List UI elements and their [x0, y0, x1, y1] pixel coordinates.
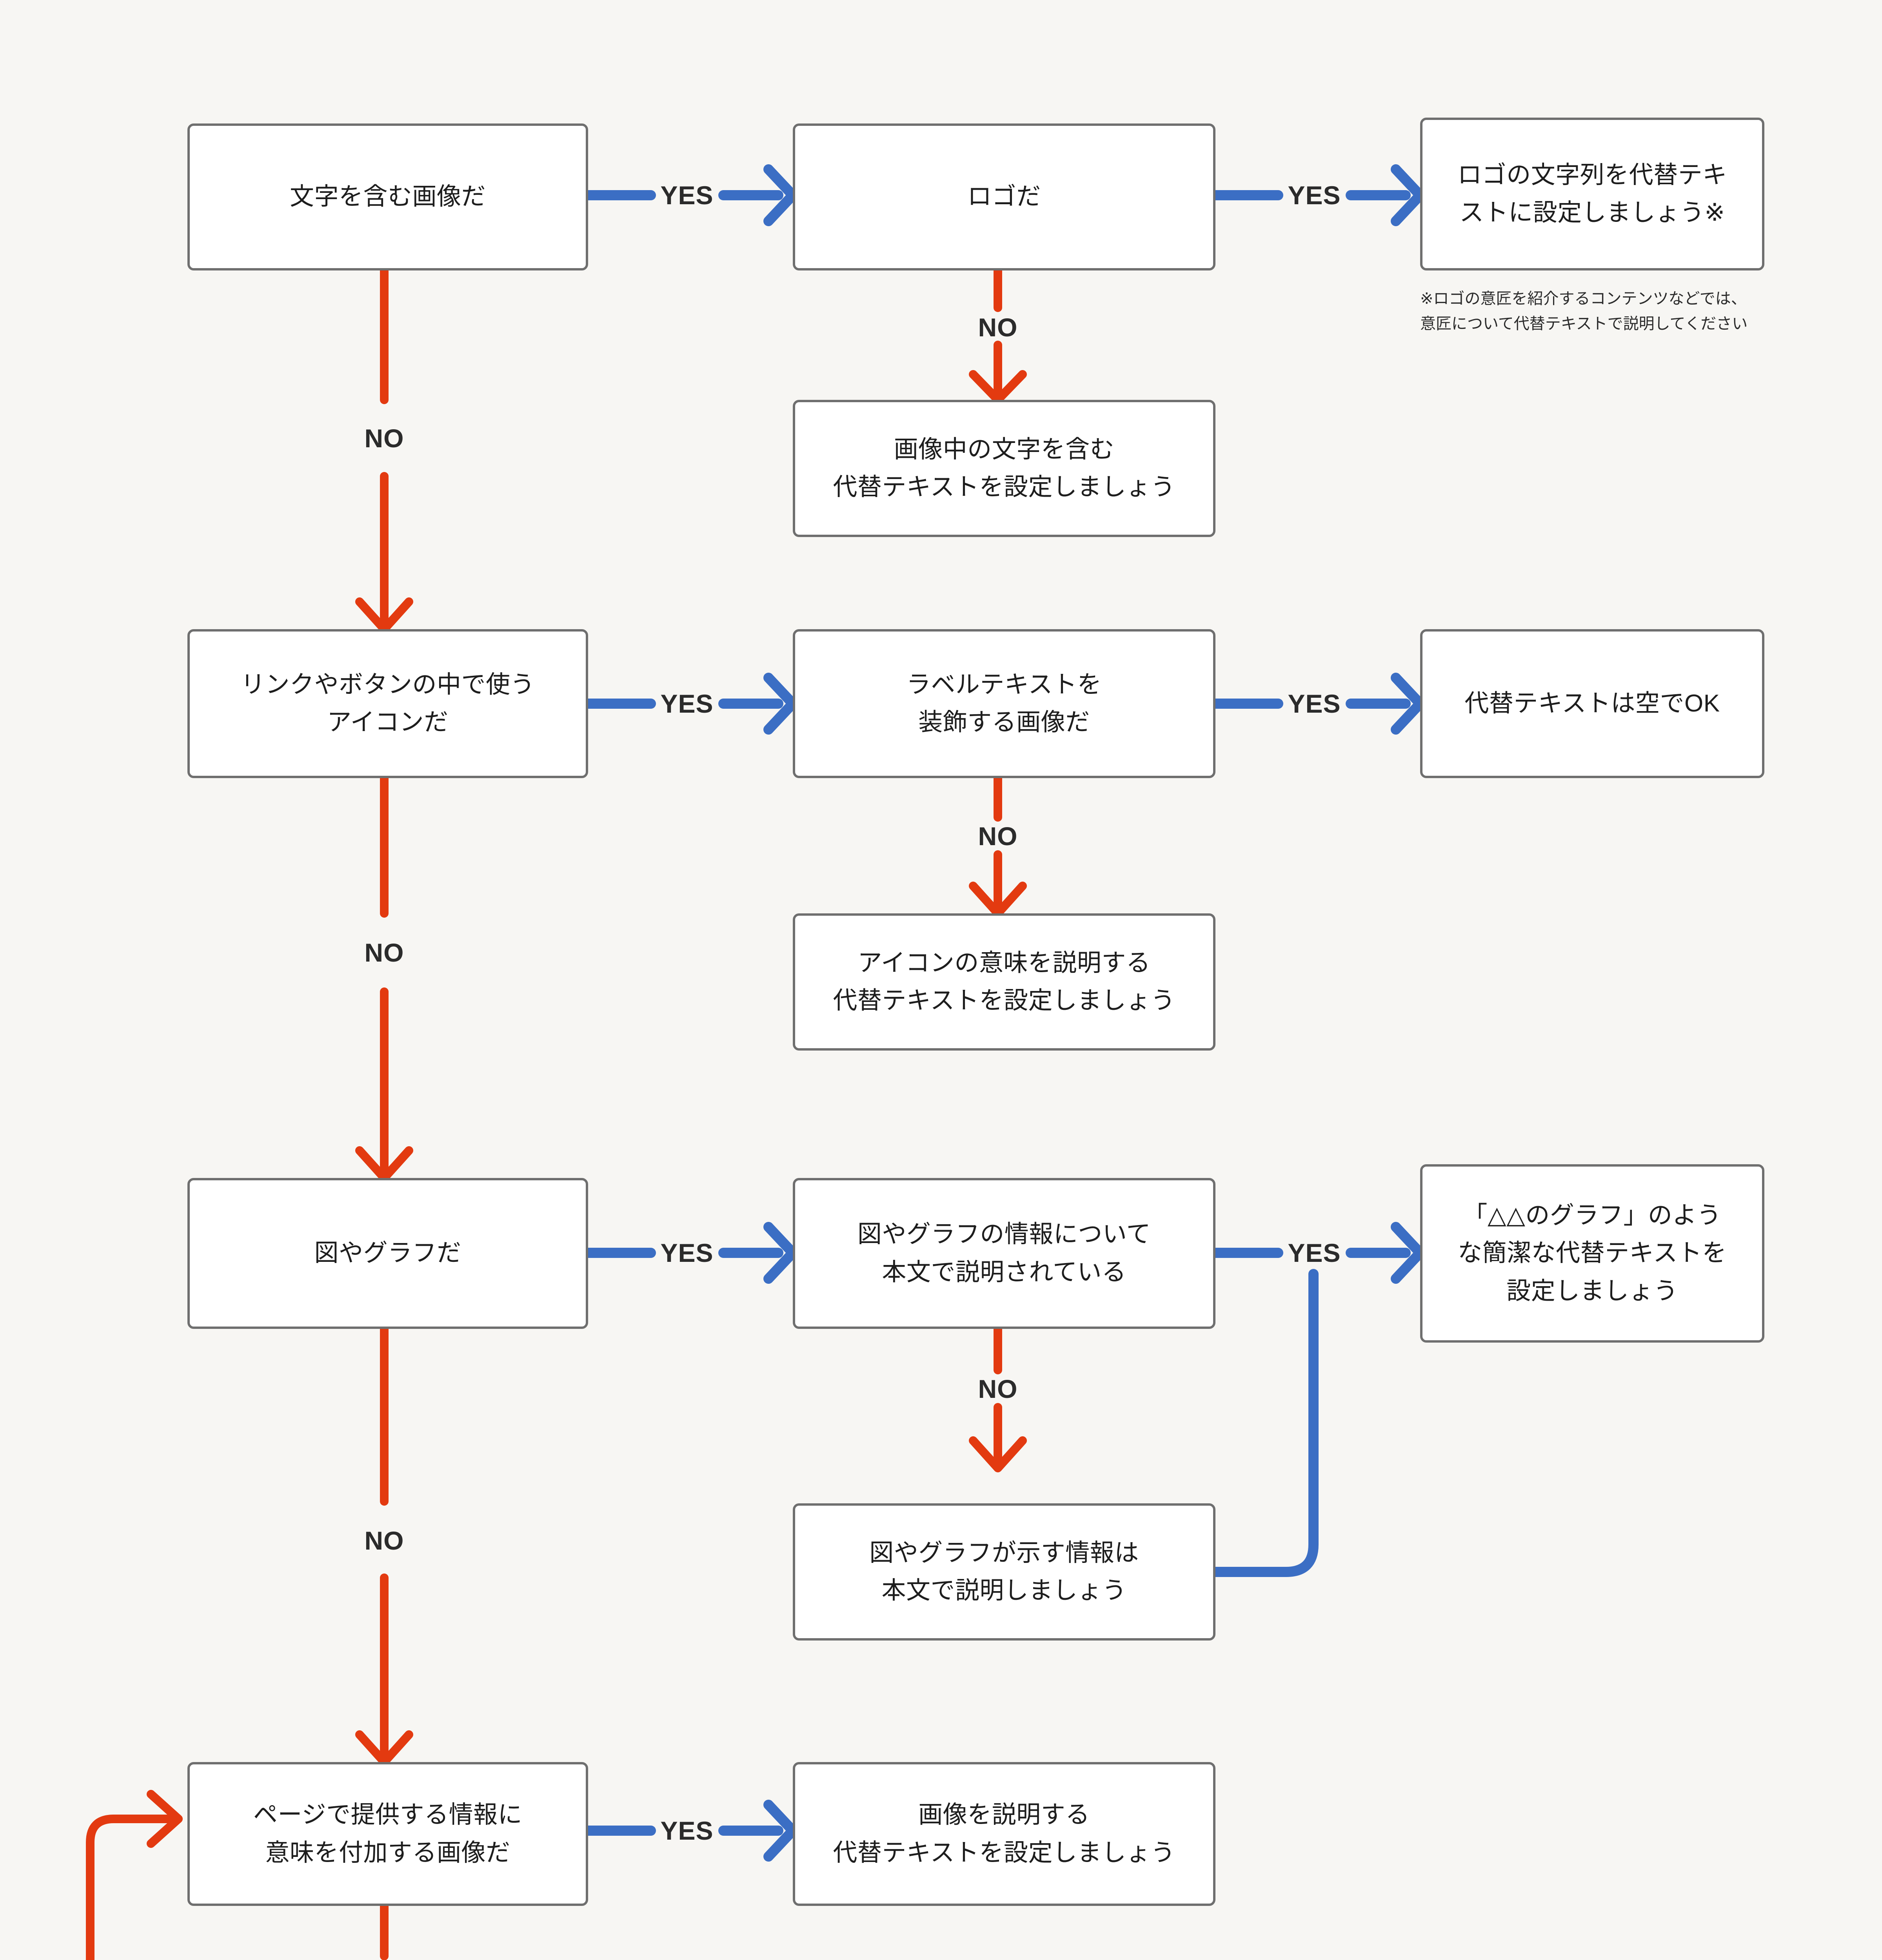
edge-label-no-text-image: NO — [364, 424, 404, 453]
edge-label-yes-r1c2: YES — [1288, 181, 1341, 210]
node-q-figure-graph-text: 図やグラフだ — [314, 1240, 461, 1267]
node-r-describe-body[interactable]: 図やグラフが示す情報は 本文で説明しましょう — [793, 1503, 1215, 1641]
node-q-described-body-text: 図やグラフの情報について 本文で説明されている — [857, 1221, 1151, 1286]
node-r-concise-alt-text: 「△△のグラフ」のよう な簡潔な代替テキストを 設定しましょう — [1458, 1202, 1727, 1305]
node-q-logo-text: ロゴだ — [967, 183, 1041, 211]
node-q-decorates-label[interactable]: ラベルテキストを 装飾する画像だ — [793, 629, 1215, 778]
edge-label-yes-r2c1: YES — [660, 689, 714, 718]
edge-label-yes-r1c1: YES — [660, 181, 714, 210]
node-q-adds-meaning-text: ページで提供する情報に 意味を付加する画像だ — [253, 1801, 523, 1866]
node-q-decorates-label-text: ラベルテキストを 装飾する画像だ — [906, 671, 1102, 736]
node-r-empty-alt-1-text: 代替テキストは空でOK — [1464, 690, 1720, 717]
edge-label-no-icon-link: NO — [364, 938, 404, 967]
edge-no-loopback-to-adds-meaning — [86, 1790, 183, 1960]
node-r-describe-image-text: 画像を説明する 代替テキストを設定しましょう — [833, 1801, 1175, 1866]
node-r-concise-alt[interactable]: 「△△のグラフ」のよう な簡潔な代替テキストを 設定しましょう — [1420, 1164, 1764, 1343]
edge-label-no-described-body: NO — [978, 1374, 1018, 1403]
node-q-text-image-text: 文字を含む画像だ — [289, 183, 486, 211]
node-q-text-image[interactable]: 文字を含む画像だ — [187, 123, 588, 270]
node-r-icon-meaning-text: アイコンの意味を説明する 代替テキストを設定しましょう — [833, 949, 1175, 1014]
edge-label-yes-r3c1: YES — [660, 1238, 714, 1267]
node-q-logo[interactable]: ロゴだ — [793, 123, 1215, 270]
node-r-text-in-image[interactable]: 画像中の文字を含む 代替テキストを設定しましょう — [793, 400, 1215, 537]
node-r-describe-body-text: 図やグラフが示す情報は 本文で説明しましょう — [869, 1539, 1139, 1604]
node-r-icon-meaning[interactable]: アイコンの意味を説明する 代替テキストを設定しましょう — [793, 913, 1215, 1051]
edge-label-no-decorates: NO — [978, 822, 1018, 851]
edge-no-icon-to-figure-graph — [355, 774, 413, 1182]
node-q-icon-in-link-text: リンクやボタンの中で使う アイコンだ — [240, 671, 535, 736]
node-q-figure-graph[interactable]: 図やグラフだ — [187, 1178, 588, 1329]
node-q-adds-meaning[interactable]: ページで提供する情報に 意味を付加する画像だ — [187, 1762, 588, 1906]
node-r-text-in-image-text: 画像中の文字を含む 代替テキストを設定しましょう — [833, 436, 1175, 501]
footnote-logo-design: ※ロゴの意匠を紹介するコンテンツなどでは、 意匠について代替テキストで説明してく… — [1420, 290, 1748, 332]
edge-no-described-body-to-describe-body — [969, 1325, 1027, 1472]
edge-label-yes-r3c2: YES — [1288, 1238, 1341, 1267]
node-r-empty-alt-1[interactable]: 代替テキストは空でOK — [1420, 629, 1764, 778]
node-q-described-body[interactable]: 図やグラフの情報について 本文で説明されている — [793, 1178, 1215, 1329]
node-r-describe-image[interactable]: 画像を説明する 代替テキストを設定しましょう — [793, 1762, 1215, 1906]
edge-label-yes-r4c1: YES — [660, 1816, 714, 1845]
edge-label-yes-r2c2: YES — [1288, 689, 1341, 718]
edge-label-no-logo: NO — [978, 313, 1018, 342]
edge-label-no-figure-graph: NO — [364, 1526, 404, 1555]
edge-join-describe-body-to-concise-alt — [1210, 1269, 1319, 1577]
node-r-logo-alt-text: ロゴの文字列を代替テキ ストに設定しましょう※ — [1457, 161, 1727, 226]
node-r-logo-alt[interactable]: ロゴの文字列を代替テキ ストに設定しましょう※ — [1420, 118, 1764, 270]
node-q-icon-in-link[interactable]: リンクやボタンの中で使う アイコンだ — [187, 629, 588, 778]
edge-no-adds-meaning-to-no-impact — [380, 1902, 389, 1960]
